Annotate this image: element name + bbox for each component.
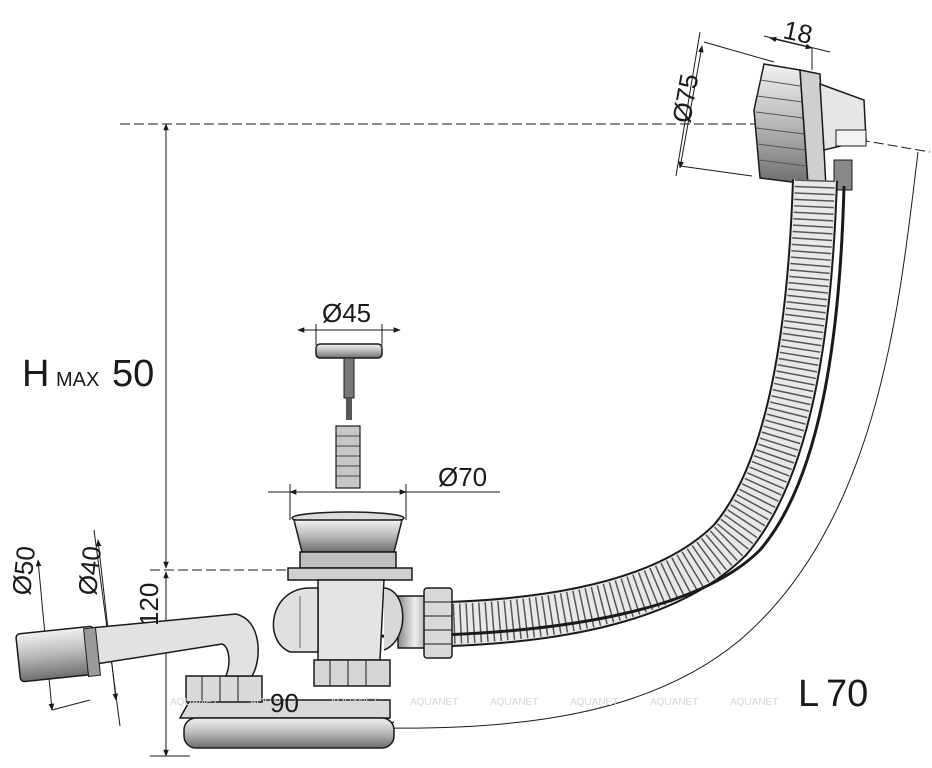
drain-body (272, 511, 413, 687)
label-d45: Ø45 (322, 298, 371, 328)
label-90: 90 (270, 688, 299, 718)
outlet-pipe (15, 613, 259, 683)
label-hmax-value: 50 (112, 353, 154, 395)
label-d70: Ø70 (438, 462, 487, 492)
label-18: 18 (781, 15, 816, 50)
label-hmax-max: MAX (56, 369, 99, 391)
watermark-text: AQUANET (730, 697, 778, 708)
drain-stopper (315, 343, 383, 489)
watermark-text: AQUANET (410, 697, 458, 708)
overflow-head (753, 63, 867, 191)
label-d75: Ø75 (666, 71, 704, 125)
label-d50: Ø50 (6, 545, 41, 597)
hose-coupling (397, 587, 453, 659)
label-hmax-h: H (22, 353, 49, 395)
watermark-text: AQUANET (650, 697, 698, 708)
siphon-trap (178, 675, 395, 749)
label-d40: Ø40 (72, 545, 107, 597)
dimension-labels: Ø75 18 Ø45 Ø70 H MAX 50 120 Ø50 Ø40 90 L… (6, 15, 868, 718)
overflow-hose (355, 179, 846, 647)
label-l: L (798, 673, 819, 715)
label-l-value: 70 (826, 673, 868, 715)
watermark: AQUANET AQUANET AQUANET AQUANET AQUANET … (170, 697, 778, 708)
watermark-text: AQUANET (250, 697, 298, 708)
watermark-text: AQUANET (330, 697, 378, 708)
watermark-text: AQUANET (170, 697, 218, 708)
watermark-text: AQUANET (490, 697, 538, 708)
label-120: 120 (134, 583, 164, 626)
watermark-text: AQUANET (570, 697, 618, 708)
